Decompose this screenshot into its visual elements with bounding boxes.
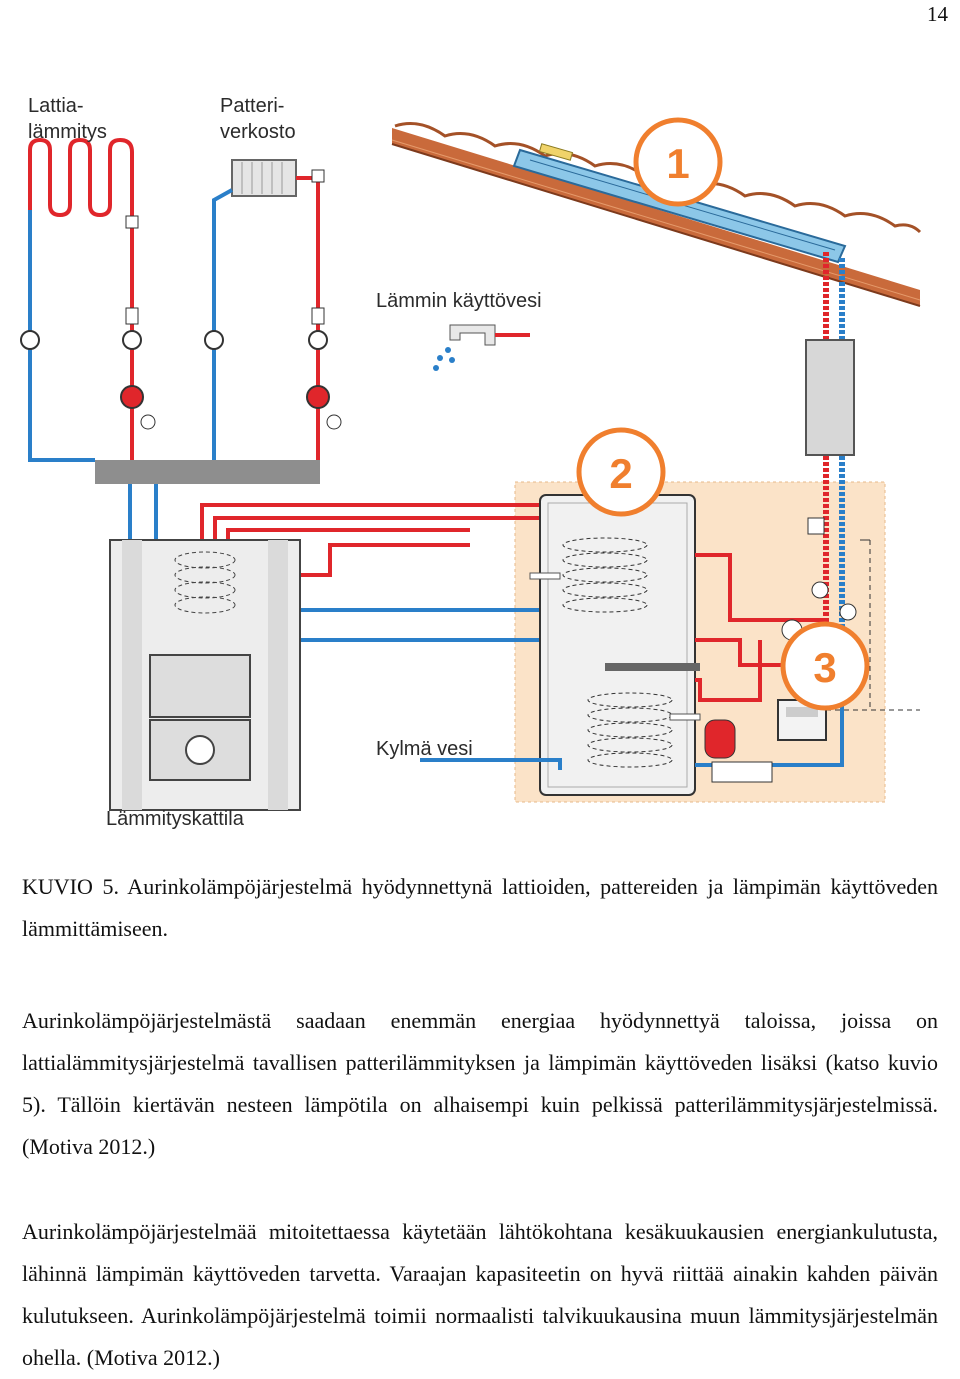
paragraph-1: Aurinkolämpöjärjestelmästä saadaan enemm… — [22, 1008, 938, 1159]
floor-heating-loop — [28, 137, 134, 462]
radiator-network-label-line2: verkosto — [220, 121, 296, 143]
collector-pipes — [805, 252, 855, 640]
callout-3-label: 3 — [813, 644, 836, 691]
boiler — [109, 539, 301, 811]
boiler-label: Lämmityskattila — [106, 808, 245, 830]
left-pump-group — [20, 169, 342, 430]
callout-3: 3 — [780, 621, 870, 711]
storage-tank — [529, 494, 701, 796]
solar-heating-diagram: 1 — [20, 95, 922, 830]
floor-heating-label-line2: lämmitys — [28, 121, 107, 143]
manifold-bar — [95, 460, 320, 484]
solar-station — [704, 517, 920, 783]
callout-1-label: 1 — [666, 140, 689, 187]
paragraph-2: Aurinkolämpöjärjestelmää mitoitettaessa … — [22, 1219, 938, 1370]
figure-caption: KUVIO 5. Aurinkolämpöjärjestelmä hyödynn… — [22, 874, 938, 941]
page-number: 14 — [927, 2, 948, 26]
callout-1: 1 — [633, 117, 723, 207]
floor-heating-label-line1: Lattia- — [28, 95, 84, 117]
callout-2-label: 2 — [609, 450, 632, 497]
cold-water-label: Kylmä vesi — [376, 738, 473, 760]
hot-water-label: Lämmin käyttövesi — [376, 290, 542, 312]
radiator — [212, 159, 320, 460]
radiator-network-label-line1: Patteri- — [220, 95, 284, 117]
callout-2: 2 — [576, 427, 666, 517]
hot-water-tap — [433, 324, 530, 371]
